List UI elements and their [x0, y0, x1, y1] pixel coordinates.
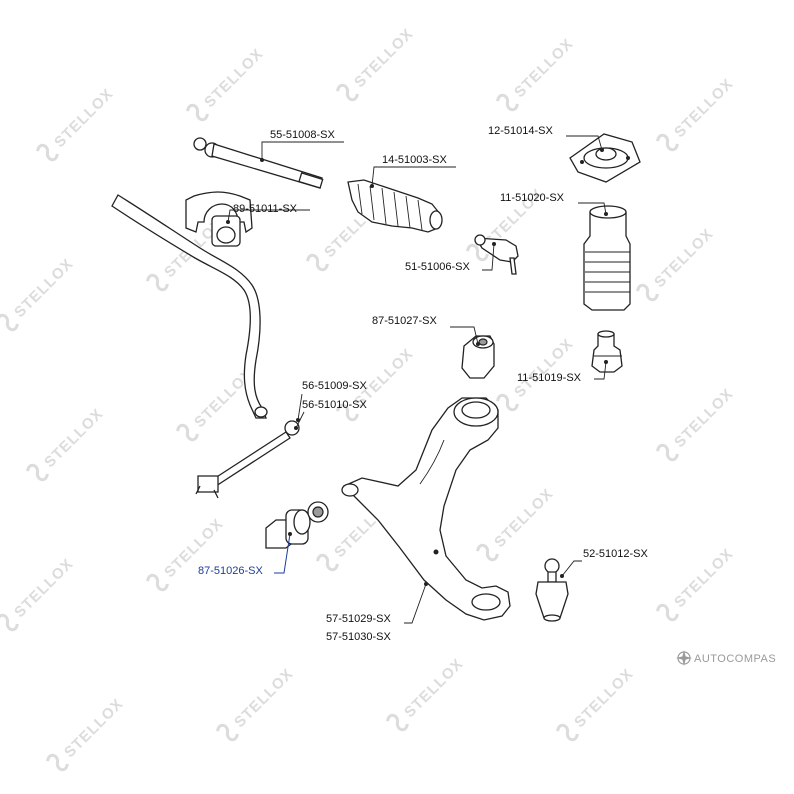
label-57-51029: 57-51029-SX	[326, 613, 391, 625]
brand-text: AUTOCOMPAS	[694, 653, 776, 665]
watermark-logo: STELLOX	[36, 85, 117, 162]
watermark-logo: STELLOX	[0, 555, 77, 632]
stellox-s-icon	[496, 93, 519, 112]
stellox-s-icon	[556, 723, 579, 742]
stellox-s-icon	[0, 613, 19, 632]
watermark-text: STELLOX	[41, 405, 107, 471]
label-11-51019: 11-51019-SX	[517, 372, 582, 384]
strut-mount-part	[569, 133, 641, 183]
watermark-text: STELLOX	[571, 665, 637, 731]
watermark-logo: STELLOX	[186, 45, 267, 122]
stellox-s-icon	[46, 753, 69, 772]
label-56-51009: 56-51009-SX	[302, 380, 367, 392]
label-89-51011: 89-51011-SX	[233, 203, 298, 215]
stellox-s-icon	[336, 83, 359, 102]
watermark-text: STELLOX	[511, 335, 577, 401]
dust-boot-part	[583, 205, 631, 311]
stellox-s-icon	[316, 553, 339, 572]
watermark-logo: STELLOX	[216, 665, 297, 742]
tie-rod-end-part	[474, 234, 519, 275]
steering-boot-part	[347, 179, 443, 233]
watermark-text: STELLOX	[671, 545, 737, 611]
control-arm-bushing-front-part	[265, 501, 329, 549]
leader-lines	[226, 135, 608, 624]
label-12-51014: 12-51014-SX	[488, 125, 553, 137]
stellox-s-icon	[146, 573, 169, 592]
watermark-text: STELLOX	[61, 695, 127, 761]
watermark-logo: STELLOX	[46, 695, 127, 772]
watermark-logo: STELLOX	[0, 255, 77, 332]
watermark-logo: STELLOX	[336, 25, 417, 102]
bump-stop-part	[591, 330, 623, 373]
stabilizer-bushing-part	[185, 191, 253, 247]
stellox-s-icon	[186, 103, 209, 122]
watermark-logo: STELLOX	[656, 75, 737, 152]
watermark-logo: STELLOX	[556, 665, 637, 742]
watermark-logo: STELLOX	[476, 485, 557, 562]
stellox-s-icon	[636, 283, 659, 302]
stellox-s-icon	[176, 423, 199, 442]
stellox-s-icon	[26, 463, 49, 482]
watermark-text: STELLOX	[231, 665, 297, 731]
watermark-text: STELLOX	[651, 225, 717, 291]
control-arm-bushing-rear-part	[461, 335, 495, 379]
watermark-logo: STELLOX	[386, 655, 467, 732]
label-87-51027: 87-51027-SX	[372, 315, 437, 327]
watermark-logo: STELLOX	[656, 385, 737, 462]
watermark-text: STELLOX	[401, 655, 467, 721]
watermark-logo: STELLOX	[656, 545, 737, 622]
label-56-51010: 56-51010-SX	[302, 399, 367, 411]
label-11-51020: 11-51020-SX	[500, 192, 565, 204]
stellox-s-icon	[656, 603, 679, 622]
label-57-51030: 57-51030-SX	[326, 631, 391, 643]
watermark-text: STELLOX	[201, 45, 267, 111]
label-14-51003: 14-51003-SX	[382, 154, 447, 166]
stellox-s-icon	[466, 243, 489, 262]
lower-control-arm-part	[341, 397, 511, 621]
stellox-s-icon	[496, 393, 519, 412]
part-labels: 55-51008-SX 14-51003-SX 12-51014-SX 11-5…	[198, 125, 648, 643]
ball-joint-part	[535, 558, 569, 622]
watermark-text: STELLOX	[671, 385, 737, 451]
watermark-logo: STELLOX	[496, 35, 577, 112]
autocompas-logo: AUTOCOMPAS	[676, 650, 776, 666]
stabilizer-bar	[111, 194, 268, 419]
watermark-text: STELLOX	[11, 555, 77, 621]
stellox-s-icon	[146, 273, 169, 292]
stellox-s-icon	[336, 403, 359, 422]
label-55-51008: 55-51008-SX	[270, 129, 335, 141]
label-52-51012: 52-51012-SX	[583, 548, 648, 560]
stellox-s-icon	[216, 723, 239, 742]
compass-icon	[676, 650, 692, 666]
stellox-s-icon	[476, 543, 499, 562]
watermark-logo: STELLOX	[636, 225, 717, 302]
label-87-51026: 87-51026-SX	[198, 565, 263, 577]
watermark-text: STELLOX	[511, 35, 577, 101]
watermark-text: STELLOX	[351, 25, 417, 91]
label-51-51006: 51-51006-SX	[405, 261, 470, 273]
watermark-logo: STELLOX	[146, 515, 227, 592]
stellox-s-icon	[386, 713, 409, 732]
stellox-s-icon	[656, 443, 679, 462]
stellox-s-icon	[0, 313, 19, 332]
stabilizer-link-part	[195, 420, 300, 499]
inner-tie-rod-part	[193, 137, 324, 189]
stellox-s-icon	[36, 143, 59, 162]
stellox-s-icon	[656, 133, 679, 152]
stellox-s-icon	[306, 253, 329, 272]
watermark-text: STELLOX	[491, 485, 557, 551]
watermark-text: STELLOX	[11, 255, 77, 321]
watermark-text: STELLOX	[671, 75, 737, 141]
watermark-text: STELLOX	[51, 85, 117, 151]
watermark-logo: STELLOX	[26, 405, 107, 482]
watermark-layer: STELLOX STELLOX STELLOX STELLOX STELLOX STELL…	[0, 25, 737, 772]
